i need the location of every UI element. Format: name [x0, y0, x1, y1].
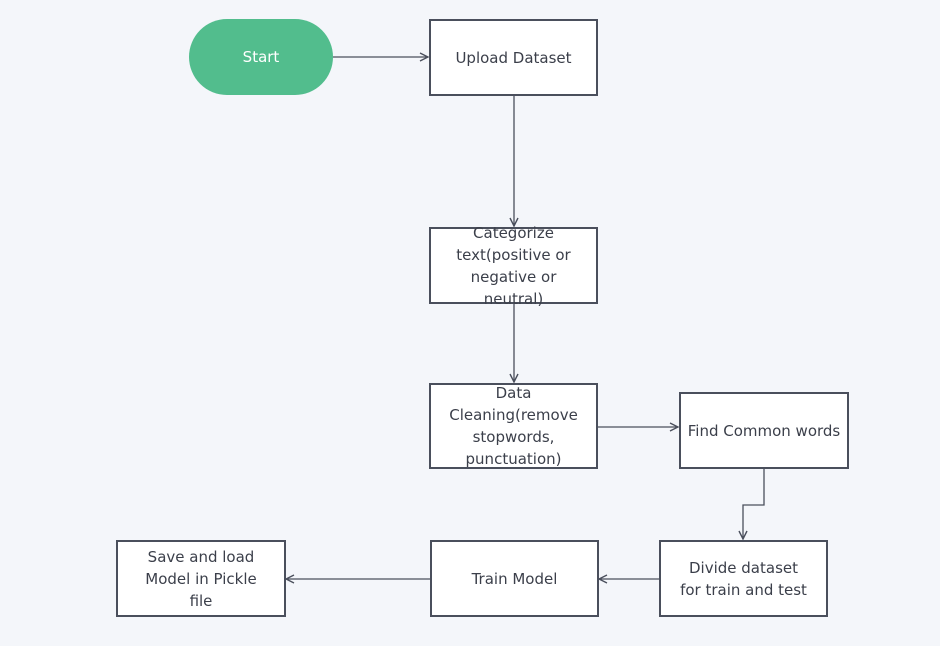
data-cleaning-label: Data Cleaning(remove stopwords, punctuat…	[449, 384, 578, 468]
divide-dataset-node[interactable]: Divide dataset for train and test	[659, 540, 828, 617]
upload-dataset-node[interactable]: Upload Dataset	[429, 19, 598, 96]
upload-dataset-label: Upload Dataset	[455, 48, 572, 67]
save-model-node[interactable]: Save and load Model in Pickle file	[116, 540, 286, 617]
categorize-text-node[interactable]: Categorize text(positive or negative or …	[429, 224, 598, 308]
categorize-text-label: Categorize text(positive or negative or …	[456, 223, 571, 308]
train-model-label: Train Model	[471, 569, 558, 588]
find-common-words-node[interactable]: Find Common words	[679, 392, 849, 469]
edge-common-words-to-divide	[743, 468, 765, 539]
start-node[interactable]: Start	[189, 19, 333, 95]
train-model-node[interactable]: Train Model	[430, 540, 599, 617]
divide-dataset-label: Divide dataset for train and test	[680, 558, 807, 599]
find-common-words-label: Find Common words	[687, 421, 841, 440]
start-node-label: Start	[242, 48, 280, 66]
data-cleaning-node[interactable]: Data Cleaning(remove stopwords, punctuat…	[429, 383, 598, 469]
save-model-label: Save and load Model in Pickle file	[145, 547, 257, 610]
